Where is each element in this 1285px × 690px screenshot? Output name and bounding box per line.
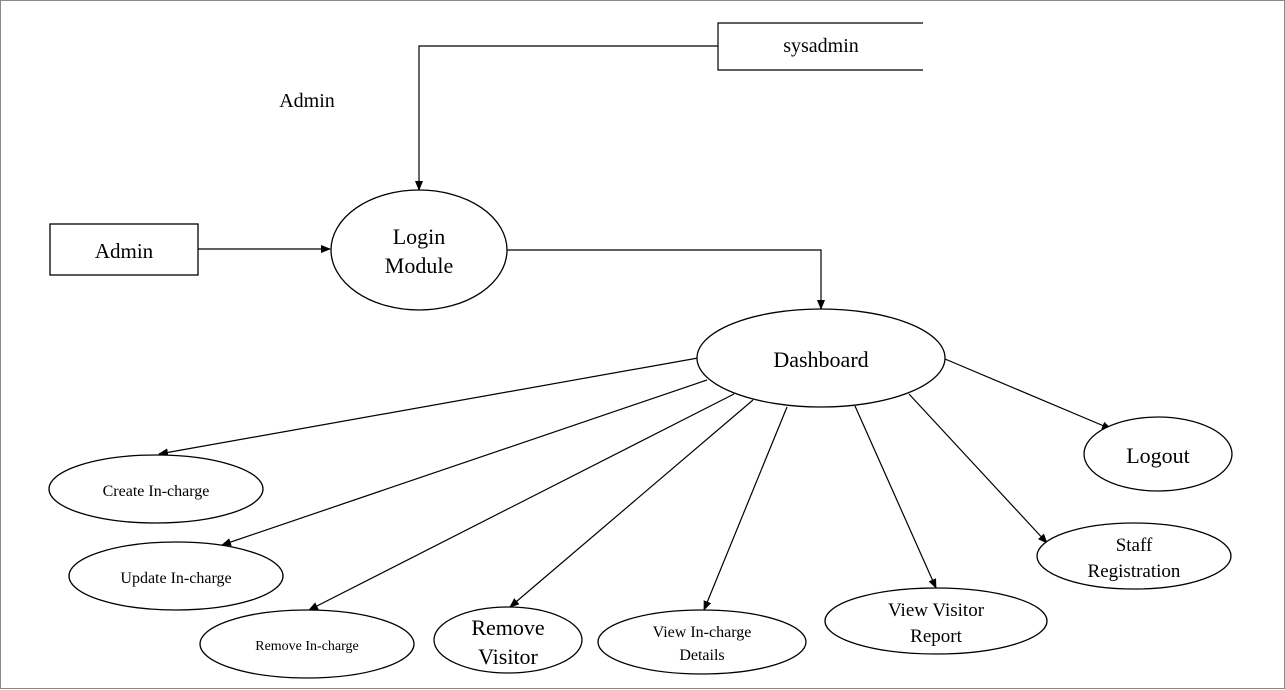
edge-dashboard-view-incharge [703, 406, 788, 611]
logout-process: Logout [1083, 416, 1233, 492]
staff-label-line2: Registration [1088, 561, 1181, 582]
remove-visitor-label-line1: Remove [471, 615, 544, 640]
edge-dashboard-remove-incharge [308, 393, 735, 611]
remove-incharge-label: Remove In-charge [255, 639, 359, 654]
login-label-line2: Module [385, 253, 453, 278]
view-report-label-line1: View Visitor [888, 600, 985, 621]
view-incharge-label-line1: View In-charge [653, 624, 752, 641]
staff-label-line1: Staff [1116, 535, 1153, 556]
sysadmin-store: sysadmin [717, 22, 923, 71]
login-label-line1: Login [393, 224, 446, 249]
dashboard-process: Dashboard [696, 308, 946, 408]
update-incharge-label: Update In-charge [120, 570, 231, 587]
view-report-label-line2: Report [910, 626, 962, 647]
connectors [158, 45, 1112, 611]
edge-sysadmin-login [415, 45, 718, 191]
logout-label: Logout [1126, 443, 1190, 468]
view-incharge-label-line2: Details [679, 647, 724, 664]
edge-dashboard-update [221, 379, 708, 546]
admin-entity-label: Admin [95, 239, 154, 263]
edge-dashboard-create [158, 357, 699, 457]
edge-dashboard-view-report [854, 405, 937, 589]
create-incharge-process: Create In-charge [48, 454, 264, 524]
staff-registration-process: Staff Registration [1036, 522, 1232, 590]
edge-dashboard-staff [908, 393, 1048, 544]
login-module-process: Login Module [330, 189, 508, 311]
remove-visitor-label-line2: Visitor [478, 644, 538, 669]
admin-caption: Admin [279, 90, 335, 112]
view-visitor-report-process: View Visitor Report [824, 587, 1048, 655]
sysadmin-label: sysadmin [783, 35, 859, 57]
edge-login-dashboard [507, 249, 825, 310]
create-incharge-label: Create In-charge [103, 483, 210, 500]
edge-dashboard-logout [944, 358, 1112, 430]
dashboard-label: Dashboard [773, 347, 868, 372]
remove-incharge-process: Remove In-charge [199, 609, 415, 679]
update-incharge-process: Update In-charge [68, 541, 284, 611]
remove-visitor-process: Remove Visitor [433, 606, 583, 674]
edge-dashboard-remove-visitor [509, 399, 754, 608]
admin-entity: Admin [49, 223, 199, 276]
view-incharge-details-process: View In-charge Details [597, 609, 807, 675]
